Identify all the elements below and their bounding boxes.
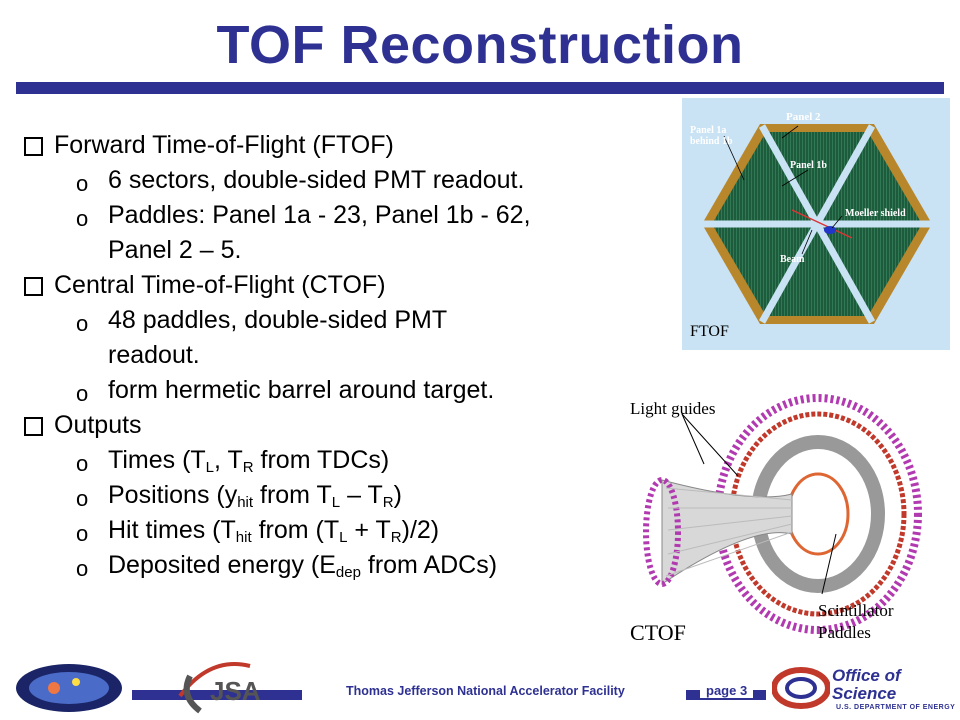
circle-bullet-icon: o (76, 451, 89, 476)
circle-bullet-icon: o (76, 521, 89, 546)
subscript: R (242, 459, 254, 476)
subscript: R (382, 494, 394, 511)
nuclear-physics-logo (16, 664, 122, 712)
doe-department: U.S. DEPARTMENT OF ENERGY (836, 704, 956, 711)
sub-bullet-text: Deposited energy (E (108, 551, 336, 579)
sub-bullet-text: Hit times (T (108, 516, 236, 544)
ftof-caption: FTOF (690, 323, 729, 340)
sub-bullet-text: , T (214, 446, 243, 474)
subscript: L (331, 494, 341, 511)
label-beam: Beam (780, 254, 805, 265)
sub-bullet-text: 6 sectors, double-sided PMT readout. (108, 166, 525, 194)
moeller-shield-marker (824, 226, 836, 234)
label-light-guides: Light guides (630, 399, 715, 418)
beam-line (791, 209, 853, 239)
footer: JSA Thomas Jefferson National Accelerato… (0, 650, 960, 720)
ftof-hexagon-diagram: Panel 2 Panel 1a behind 1b Panel 1b Moel… (690, 111, 932, 340)
label-moeller-shield: Moeller shield (845, 208, 906, 219)
bullet-item: Central Time-of-Flight (CTOF) (24, 268, 664, 303)
circle-bullet-icon: o (76, 206, 89, 231)
subscript: L (339, 529, 348, 546)
sector-gap-2 (813, 124, 876, 226)
sub-bullet-item: o Deposited energy (Edep from ADCs) (24, 548, 664, 583)
bullet-list: Forward Time-of-Flight (FTOF) o 6 sectors,… (24, 128, 664, 583)
circle-bullet-icon: o (76, 311, 89, 336)
ftof-figure: Panel 2 Panel 1a behind 1b Panel 1b Moel… (682, 98, 950, 350)
subscript: R (390, 529, 402, 546)
subscript: hit (235, 529, 252, 546)
sub-bullet-item: o Hit times (Thit from (TL + TR)/2) (24, 513, 664, 548)
bullet-text: Forward Time-of-Flight (FTOF) (54, 131, 394, 159)
sub-bullet-continuation: readout. (108, 341, 200, 369)
circle-bullet-icon: o (76, 171, 89, 196)
sub-bullet-text: – T (340, 481, 383, 509)
sub-bullet-text: from T (253, 481, 332, 509)
subscript: dep (335, 564, 361, 581)
subscript: hit (237, 494, 254, 511)
bullet-item: Outputs (24, 408, 664, 443)
lab-name: Thomas Jefferson National Accelerator Fa… (346, 684, 625, 698)
sub-bullet-text: from TDCs) (253, 446, 390, 474)
label-scintillator: Scintillator (818, 601, 894, 620)
circle-bullet-icon: o (76, 381, 89, 406)
sub-bullet-text: + T (347, 516, 391, 544)
ctof-figure: Light guides Scintillator Paddles CTOF (622, 384, 928, 656)
label-behind-1b: behind 1b (690, 136, 733, 147)
ctof-caption: CTOF (630, 620, 686, 645)
jsa-logo: JSA (178, 662, 261, 714)
circle-bullet-icon: o (76, 556, 89, 581)
label-panel2: Panel 2 (786, 111, 821, 123)
sub-bullet-item: o Positions (yhit from TL – TR) (24, 478, 664, 513)
page-title: TOF Reconstruction (216, 15, 744, 75)
bullet-text: Central Time-of-Flight (CTOF) (54, 271, 386, 299)
checkbox-bullet-icon (24, 417, 44, 437)
sub-bullet-item: o 6 sectors, double-sided PMT readout. (24, 163, 664, 198)
sub-bullet-continuation: Panel 2 – 5. (108, 236, 242, 264)
sub-bullet-text: form hermetic barrel around target. (108, 376, 495, 404)
sub-bullet-item: o form hermetic barrel around target. (24, 373, 664, 408)
label-paddles: Paddles (818, 623, 871, 642)
doe-science: Science (832, 684, 897, 703)
page-number: page 3 (700, 683, 754, 698)
sub-bullet-text: Times (T (108, 446, 206, 474)
sector-gap-4 (813, 222, 876, 324)
title-divider (16, 82, 944, 94)
footer-rule-left (132, 690, 302, 700)
sub-bullet-item: o 48 paddles, double-sided PMT (24, 303, 664, 338)
label-panel1a: Panel 1a (690, 125, 726, 136)
ctof-outer-ring (714, 394, 922, 634)
doe-science-logo (772, 667, 830, 709)
sub-bullet-text: ) (393, 481, 402, 509)
ctof-inner-ring (729, 411, 907, 617)
ctof-barrel-diagram: Light guides Scintillator Paddles CTOF (630, 394, 922, 645)
sub-bullet-item: o Times (TL, TR from TDCs) (24, 443, 664, 478)
sub-bullet-text: Paddles: Panel 1a - 23, Panel 1b - 62, (108, 201, 531, 229)
sub-bullet-item: o Paddles: Panel 1a - 23, Panel 1b - 62, (24, 198, 664, 233)
sub-bullet-text: 48 paddles, double-sided PMT (108, 306, 448, 334)
sub-bullet-text: from (T (251, 516, 340, 544)
sub-bullet-text: Positions (y (108, 481, 238, 509)
sub-bullet-text: from ADCs) (360, 551, 498, 579)
bullet-text: Outputs (54, 411, 142, 439)
bullet-item: Forward Time-of-Flight (FTOF) (24, 128, 664, 163)
circle-bullet-icon: o (76, 486, 89, 511)
sub-bullet-text: )/2) (401, 516, 440, 544)
checkbox-bullet-icon (24, 277, 44, 297)
doe-office-of: Office of (832, 666, 901, 685)
light-guide-end-ring (643, 477, 681, 587)
jsa-logo-text: JSA (210, 676, 261, 706)
subscript: L (205, 459, 215, 476)
label-panel1b: Panel 1b (790, 160, 827, 171)
checkbox-bullet-icon (24, 137, 44, 157)
ctof-target-ring (786, 472, 850, 556)
sector-gap-1 (758, 124, 821, 226)
